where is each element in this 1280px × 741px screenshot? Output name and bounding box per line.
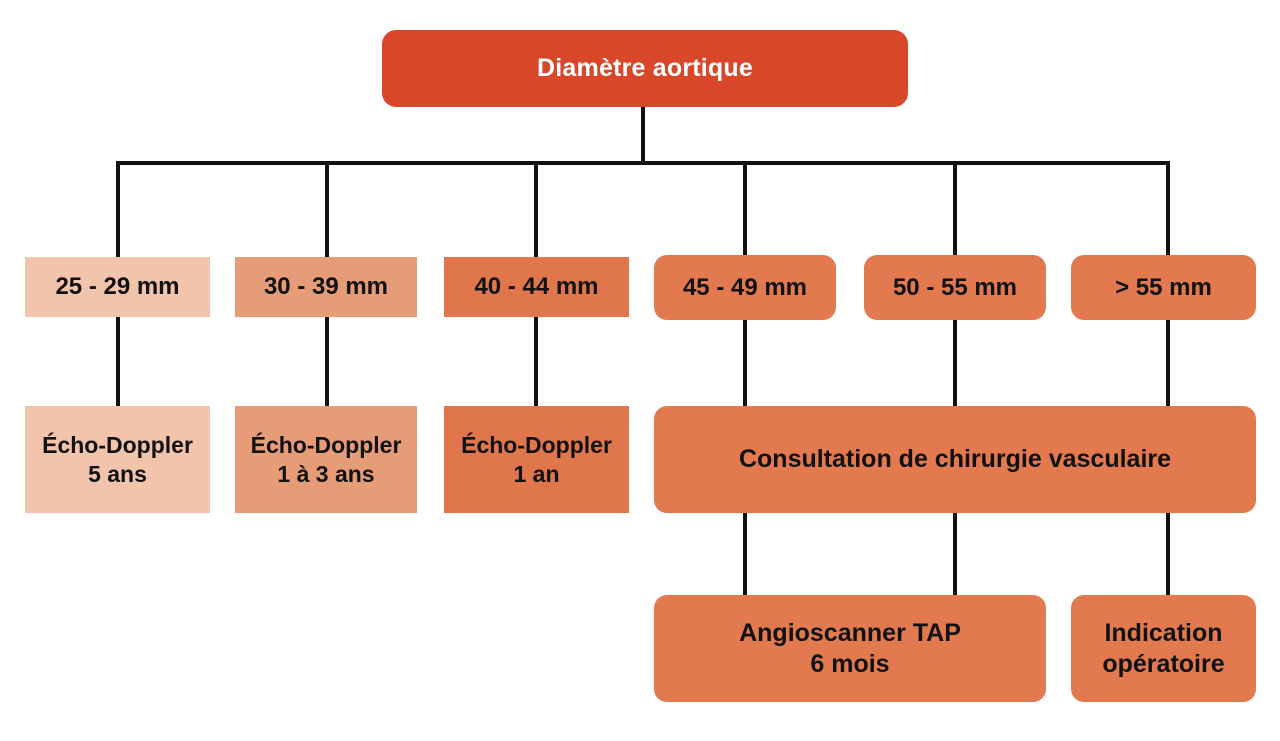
action-box-consultation-chirurgie-vasculaire[interactable]: Consultation de chirurgie vasculaire	[654, 406, 1256, 513]
connector-range6-to-consultation	[1166, 320, 1170, 409]
connector-drop-range-2	[325, 161, 329, 261]
connector-range3-to-action3	[534, 317, 538, 409]
connector-drop-range-5	[953, 161, 957, 261]
action-box-echo-doppler-1-an[interactable]: Écho-Doppler 1 an	[444, 406, 629, 513]
connector-range5-to-consultation	[953, 320, 957, 409]
connector-range2-to-action2	[325, 317, 329, 409]
range-box-45-49mm[interactable]: 45 - 49 mm	[654, 255, 836, 320]
connector-consultation-to-indication-operatoire	[1166, 513, 1170, 598]
connector-consultation-to-angioscanner-a	[743, 513, 747, 598]
action-box-echo-doppler-5-ans[interactable]: Écho-Doppler 5 ans	[25, 406, 210, 513]
action-box-echo-doppler-1-a-3-ans[interactable]: Écho-Doppler 1 à 3 ans	[235, 406, 417, 513]
range-box-40-44mm[interactable]: 40 - 44 mm	[444, 257, 629, 317]
connector-consultation-to-angioscanner-b	[953, 513, 957, 598]
outcome-box-angioscanner-tap[interactable]: Angioscanner TAP 6 mois	[654, 595, 1046, 702]
range-box-25-29mm[interactable]: 25 - 29 mm	[25, 257, 210, 317]
connector-range1-to-action1	[116, 317, 120, 409]
connector-drop-range-4	[743, 161, 747, 261]
range-box-50-55mm[interactable]: 50 - 55 mm	[864, 255, 1046, 320]
connector-drop-range-6	[1166, 161, 1170, 261]
connector-drop-range-3	[534, 161, 538, 261]
connector-root-stem	[641, 107, 645, 164]
outcome-box-indication-operatoire[interactable]: Indication opératoire	[1071, 595, 1256, 702]
range-box-30-39mm[interactable]: 30 - 39 mm	[235, 257, 417, 317]
connector-horizontal-bus	[116, 161, 1170, 165]
root-node-aortic-diameter: Diamètre aortique	[382, 30, 908, 107]
connector-range4-to-consultation	[743, 320, 747, 409]
range-box-over-55mm[interactable]: > 55 mm	[1071, 255, 1256, 320]
connector-drop-range-1	[116, 161, 120, 261]
